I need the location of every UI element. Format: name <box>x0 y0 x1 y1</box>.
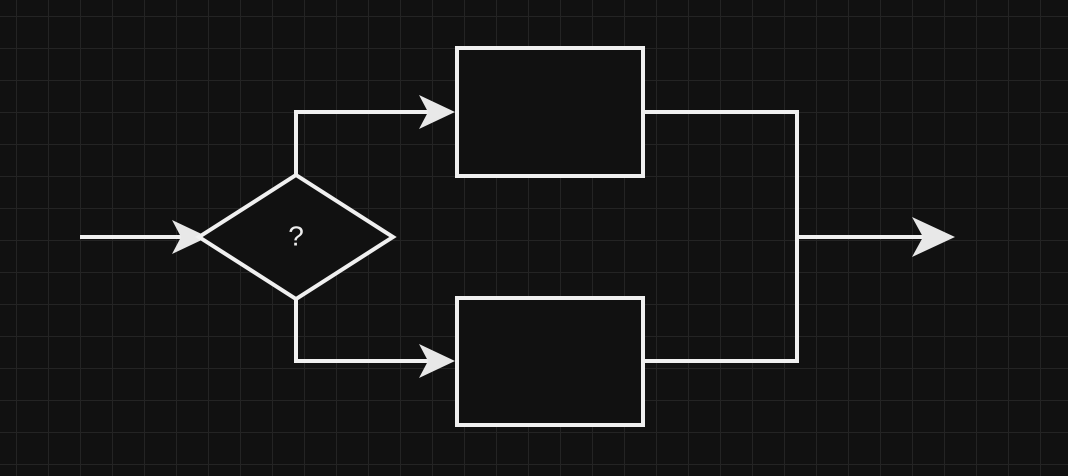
edge-branch-true-to-merge[interactable] <box>643 110 799 237</box>
node-branch-true[interactable] <box>455 46 645 178</box>
edge-decision-to-branch-false-line <box>294 297 440 363</box>
branch-false-box-shape <box>455 296 645 427</box>
edge-decision-to-branch-false[interactable] <box>294 297 455 378</box>
arrowhead-into-branch-true-icon <box>419 95 455 129</box>
edge-decision-to-branch-true[interactable] <box>294 95 455 177</box>
decision-label: ? <box>288 220 304 251</box>
branch-true-box-shape <box>455 46 645 178</box>
decision-diamond-shape <box>195 172 397 302</box>
node-branch-false[interactable] <box>455 296 645 427</box>
node-decision[interactable]: ? <box>195 172 397 302</box>
arrowhead-into-branch-false-icon <box>419 344 455 378</box>
arrowhead-output-icon <box>912 217 955 257</box>
arrowhead-into-decision-icon <box>172 220 208 254</box>
edge-decision-to-branch-true-line <box>294 110 440 177</box>
edge-branch-false-to-merge[interactable] <box>643 237 799 363</box>
edge-output[interactable] <box>797 217 955 257</box>
edge-input[interactable] <box>80 220 208 254</box>
